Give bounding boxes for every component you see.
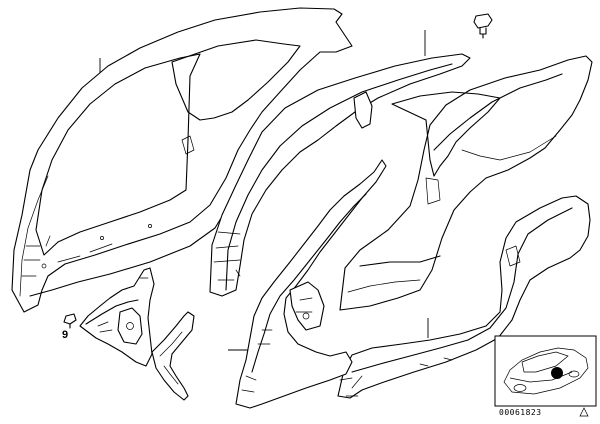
curved-reinforcement-strip[interactable] <box>151 311 195 401</box>
triangle-marker-icon <box>579 407 589 417</box>
screw-fastener-icon[interactable] <box>63 313 77 329</box>
side-panel-outer-middle[interactable] <box>209 53 471 297</box>
document-number: 00061823 <box>499 408 542 417</box>
side-panel-rear-right[interactable] <box>339 55 593 311</box>
location-marker-icon <box>551 367 563 379</box>
callout-label-9: 9 <box>62 329 68 341</box>
rocker-panel-sill-right[interactable] <box>337 195 591 399</box>
side-frame-complete-left[interactable] <box>11 7 353 313</box>
clip-fastener-icon[interactable] <box>473 13 493 39</box>
vehicle-locator-inset: 00061823 <box>494 335 597 417</box>
inner-side-member-pillar[interactable] <box>235 159 387 409</box>
front-bracket-inner[interactable] <box>79 267 155 367</box>
